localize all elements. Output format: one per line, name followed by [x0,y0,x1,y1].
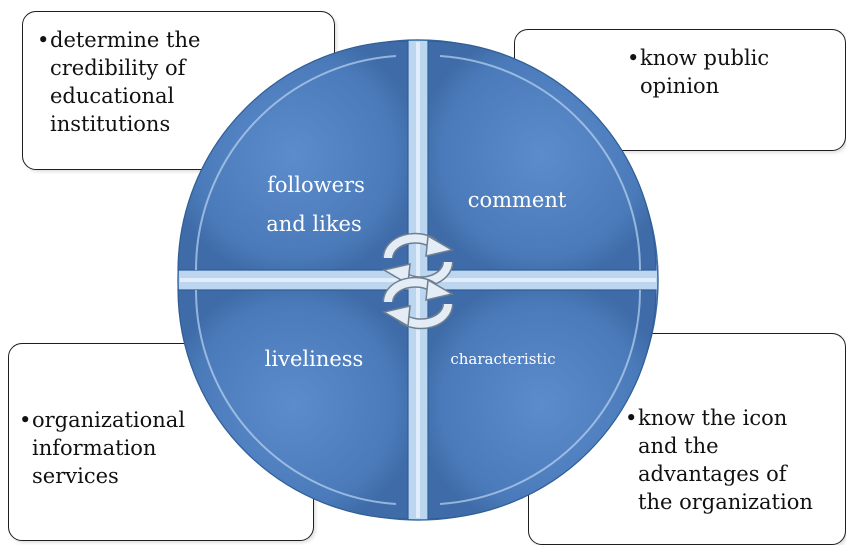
highlight-edge [194,55,397,271]
label-comment: comment [468,188,567,212]
box-line: opinion [640,74,720,98]
quadrant-comment [427,40,657,271]
box-line: advantages of [638,462,787,486]
label-and-likes: and likes [266,212,362,236]
label-characteristic: characteristic [450,350,555,368]
box-line: know the icon [638,406,788,430]
box-information-services-item: organizational information services [19,406,303,490]
quadrant-characteristic [427,289,657,520]
box-line: services [32,464,119,488]
box-line: determine the [50,28,201,52]
box-icon-advantages-item: know the icon and the advantages of the … [625,404,839,516]
box-line: information [32,436,157,460]
highlight-edge [439,55,642,271]
box-public-opinion-item: know public opinion [627,44,835,100]
label-liveliness: liveliness [265,347,364,371]
box-credibility-item: determine the credibility of educational… [37,26,322,138]
circular-arrow-icon [381,276,455,330]
box-line: know public [640,46,770,70]
quadrant-followers [177,40,409,271]
box-line: educational [50,84,175,108]
box-line: the organization [638,490,813,514]
quadrant-liveliness [177,289,409,520]
box-line: organizational [32,408,186,432]
label-followers: followers [267,173,365,197]
box-line: credibility of [50,56,186,80]
highlight-edge [439,289,642,505]
box-line: and the [638,434,719,458]
highlight-edge [194,289,397,505]
box-line: institutions [50,112,171,136]
